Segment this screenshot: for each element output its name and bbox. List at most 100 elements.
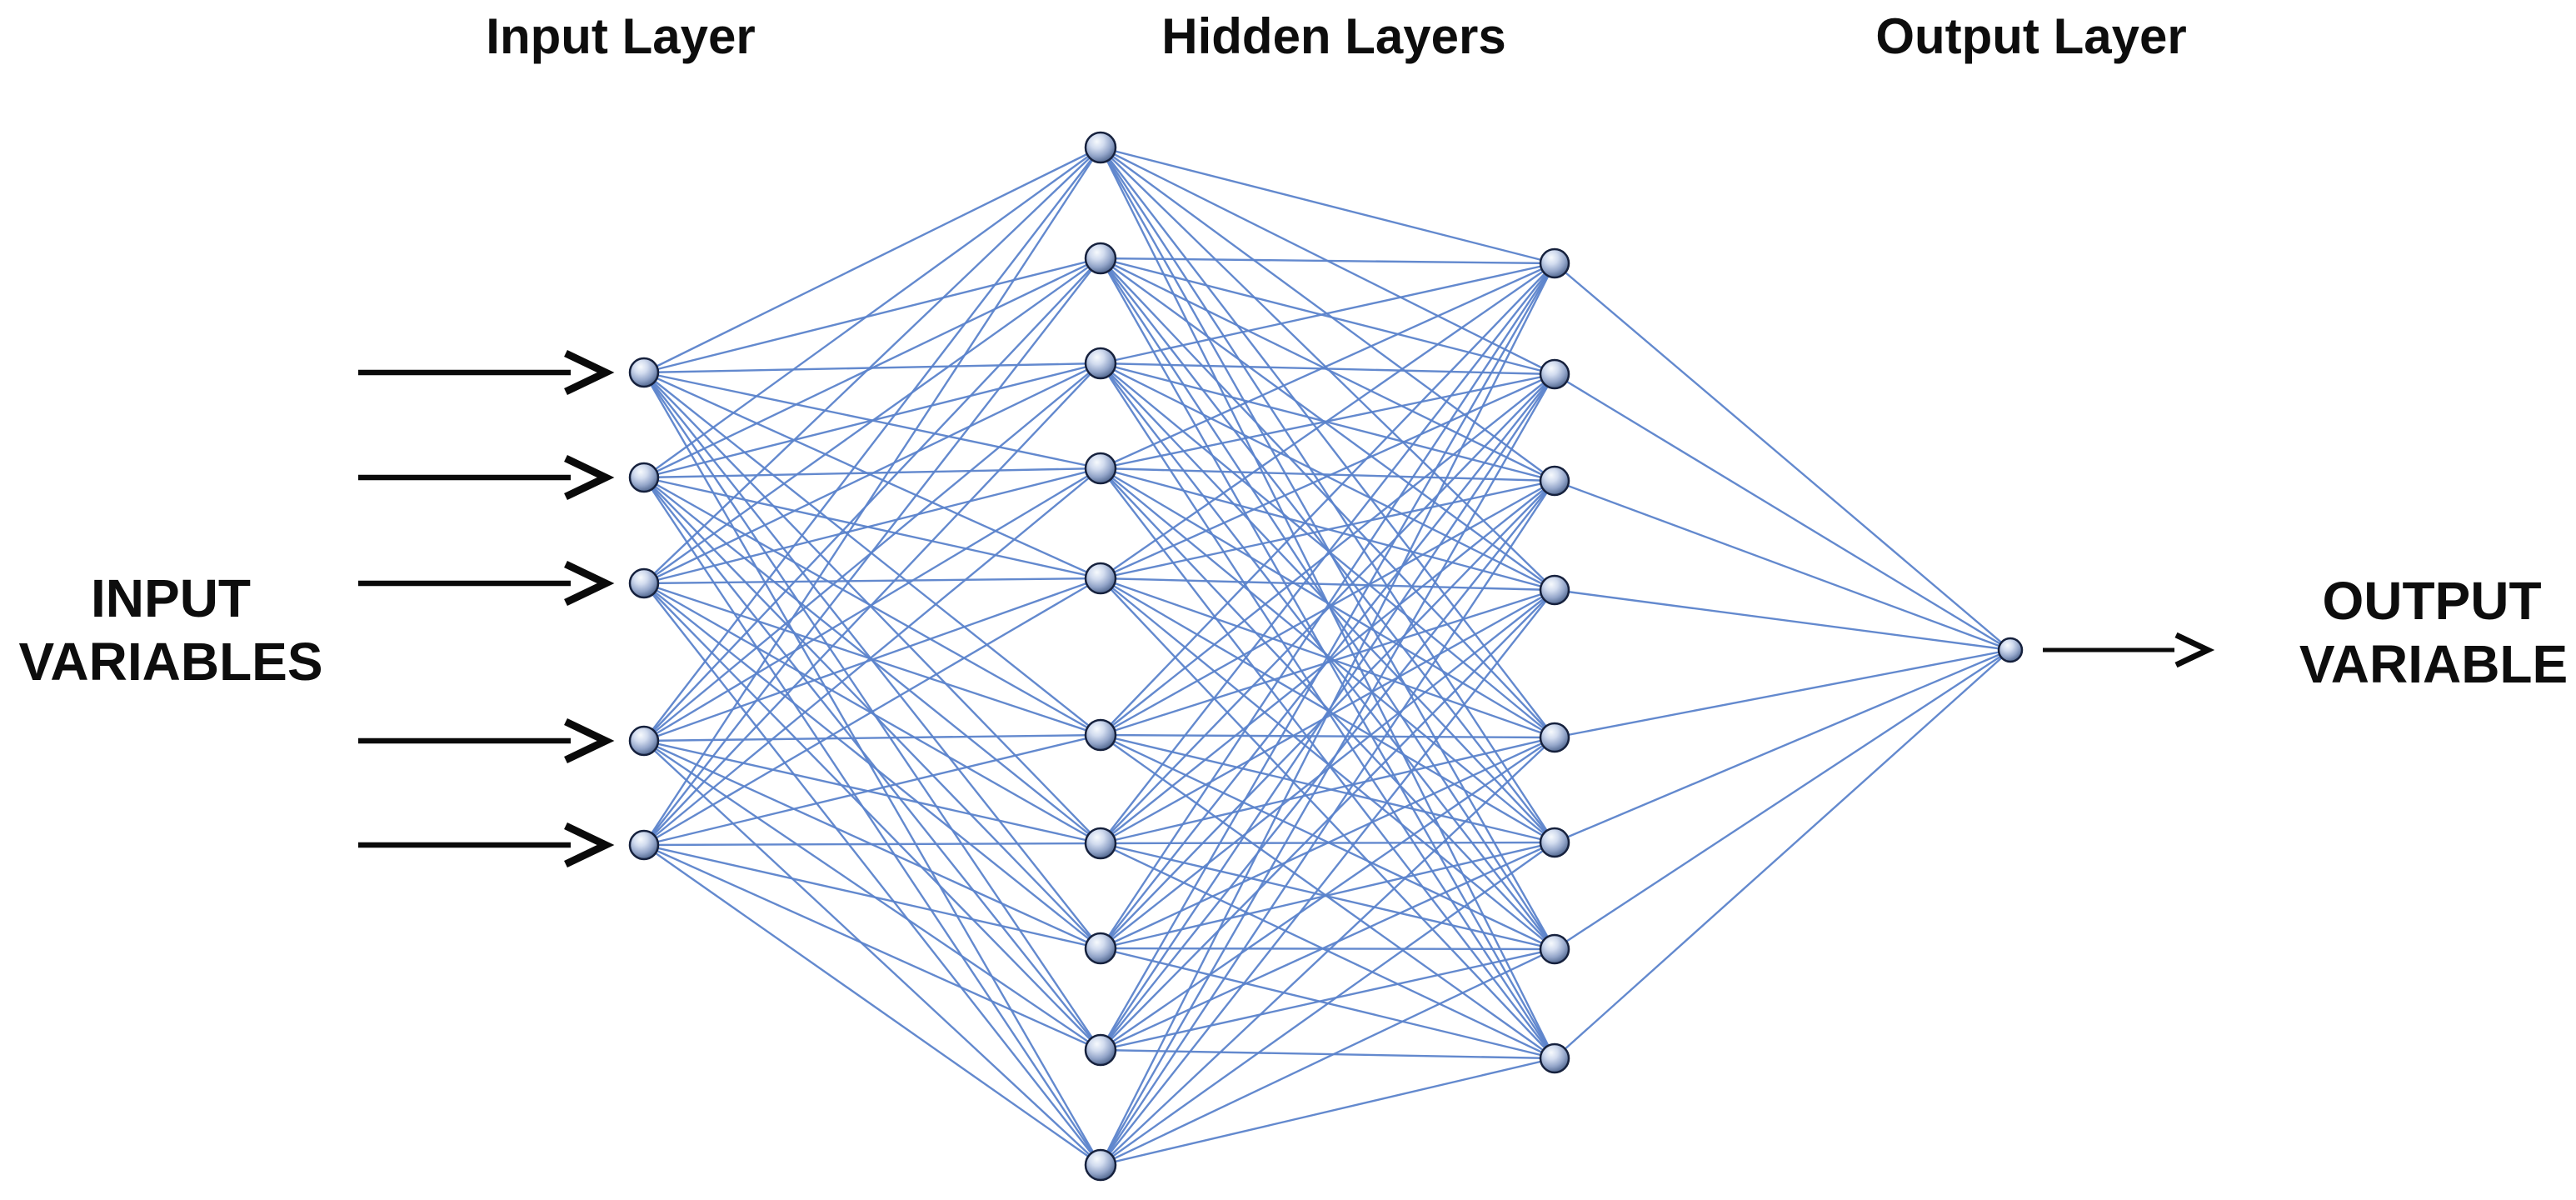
output-arrow-head — [2174, 632, 2215, 668]
connection-input-to-hidden-1 — [643, 476, 1101, 737]
connection-input-to-hidden-1 — [643, 577, 1101, 585]
connection-hidden-1-to-hidden-2 — [1100, 578, 1555, 950]
connection-hidden-2-to-output — [1554, 648, 2011, 739]
input-arrow-head — [564, 718, 615, 764]
hidden-1-node — [1084, 452, 1117, 485]
connection-hidden-1-to-hidden-2 — [1100, 479, 1555, 580]
hidden-2-node — [1539, 722, 1570, 753]
connection-hidden-1-to-hidden-2 — [1099, 147, 1556, 843]
connection-input-to-hidden-1 — [643, 147, 1101, 584]
hidden-1-node — [1084, 1148, 1117, 1182]
connection-hidden-2-to-output — [1554, 588, 2011, 652]
connection-input-to-hidden-1 — [643, 577, 1101, 847]
connection-hidden-1-to-hidden-2 — [1100, 372, 1555, 580]
hidden-1-node — [1084, 131, 1117, 164]
connection-hidden-1-to-hidden-2 — [1100, 146, 1555, 265]
connection-hidden-1-to-hidden-2 — [1099, 262, 1556, 1166]
hidden-1-node — [1084, 347, 1117, 380]
hidden-2-node — [1539, 358, 1570, 390]
connection-input-to-hidden-1 — [642, 147, 1102, 846]
input-arrow-head — [564, 349, 615, 396]
connection-hidden-1-to-hidden-2 — [1100, 737, 1555, 1166]
connection-hidden-1-to-hidden-2 — [1100, 588, 1555, 845]
connection-hidden-1-to-hidden-2 — [1100, 733, 1555, 739]
connection-input-to-hidden-1 — [643, 842, 1101, 847]
connection-input-to-hidden-1 — [643, 467, 1101, 585]
connection-input-to-hidden-1 — [643, 362, 1101, 585]
connection-hidden-1-to-hidden-2 — [1100, 736, 1555, 950]
output-node — [1997, 637, 2024, 663]
connection-hidden-1-to-hidden-2 — [1100, 736, 1555, 845]
connection-hidden-1-to-hidden-2 — [1100, 257, 1555, 265]
connection-hidden-2-to-output — [1554, 262, 2011, 651]
output-variable-label-line2: VARIABLE — [2299, 634, 2568, 694]
connection-input-to-hidden-1 — [643, 844, 1101, 1166]
hidden-1-node — [1084, 718, 1117, 752]
hidden-2-node — [1539, 465, 1570, 497]
connections-layer — [642, 146, 2011, 1167]
connection-hidden-1-to-hidden-2 — [1100, 262, 1555, 365]
connection-hidden-1-to-hidden-2 — [1100, 841, 1555, 950]
connection-input-to-hidden-1 — [643, 147, 1101, 742]
hidden-2-node — [1539, 248, 1570, 279]
input-node — [628, 357, 660, 388]
connection-input-to-hidden-1 — [643, 843, 1101, 1052]
connection-hidden-2-to-output — [1554, 479, 2011, 652]
connection-hidden-1-to-hidden-2 — [1099, 262, 1556, 1051]
connection-input-to-hidden-1 — [643, 582, 1101, 949]
hidden-1-node — [1084, 242, 1117, 275]
connection-input-to-hidden-1 — [643, 582, 1101, 845]
connection-hidden-1-to-hidden-2 — [1100, 480, 1555, 1166]
connection-hidden-1-to-hidden-2 — [1100, 467, 1555, 739]
connection-input-to-hidden-1 — [643, 372, 1101, 736]
connection-input-to-hidden-1 — [643, 362, 1101, 846]
connection-input-to-hidden-1 — [643, 477, 1101, 1166]
connection-hidden-1-to-hidden-2 — [1100, 468, 1555, 950]
connection-hidden-1-to-hidden-2 — [1100, 842, 1555, 1166]
connection-hidden-1-to-hidden-2 — [1100, 373, 1555, 844]
hidden-1-node — [1084, 1033, 1117, 1067]
connection-input-to-hidden-1 — [643, 843, 1101, 950]
connection-input-to-hidden-1 — [643, 372, 1101, 844]
input-arrow-head — [564, 560, 615, 607]
output-layer-label: Output Layer — [1875, 8, 2186, 64]
hidden-2-node — [1539, 827, 1570, 858]
connection-hidden-1-to-hidden-2 — [1100, 373, 1555, 949]
connection-input-to-hidden-1 — [643, 476, 1101, 580]
connection-hidden-1-to-hidden-2 — [1100, 578, 1555, 1059]
output-variable-label-line1: OUTPUT — [2322, 571, 2541, 631]
connection-hidden-1-to-hidden-2 — [1099, 147, 1556, 950]
connection-input-to-hidden-1 — [643, 258, 1101, 584]
connection-hidden-1-to-hidden-2 — [1100, 362, 1555, 376]
input-node — [628, 829, 660, 861]
hidden-2-node — [1539, 1042, 1570, 1074]
connection-hidden-2-to-output — [1554, 648, 2011, 844]
connection-hidden-1-to-hidden-2 — [1100, 577, 1555, 592]
connection-hidden-1-to-hidden-2 — [1100, 262, 1555, 579]
connection-input-to-hidden-1 — [643, 147, 1101, 478]
connection-input-to-hidden-1 — [643, 582, 1101, 1166]
connection-hidden-1-to-hidden-2 — [1100, 262, 1555, 470]
connection-hidden-1-to-hidden-2 — [1100, 1057, 1555, 1167]
connection-input-to-hidden-1 — [643, 740, 1101, 1166]
connection-input-to-hidden-1 — [643, 371, 1101, 580]
connection-input-to-hidden-1 — [643, 740, 1101, 1051]
connection-hidden-1-to-hidden-2 — [1100, 589, 1555, 1051]
connection-hidden-1-to-hidden-2 — [1099, 373, 1556, 1166]
input-arrow-head — [564, 822, 615, 868]
connection-hidden-1-to-hidden-2 — [1100, 733, 1555, 844]
arrows-layer — [358, 349, 2215, 868]
connection-input-to-hidden-1 — [643, 257, 1101, 479]
connection-hidden-1-to-hidden-2 — [1099, 262, 1556, 949]
input-node — [628, 725, 660, 757]
hidden-1-node — [1084, 932, 1117, 965]
connection-input-to-hidden-1 — [643, 477, 1101, 1051]
connection-hidden-1-to-hidden-2 — [1100, 262, 1555, 736]
connection-hidden-1-to-hidden-2 — [1100, 258, 1555, 591]
connection-input-to-hidden-1 — [643, 257, 1101, 374]
nodes-layer — [628, 131, 2024, 1182]
connection-input-to-hidden-1 — [643, 146, 1101, 374]
connection-hidden-1-to-hidden-2 — [1100, 147, 1555, 738]
